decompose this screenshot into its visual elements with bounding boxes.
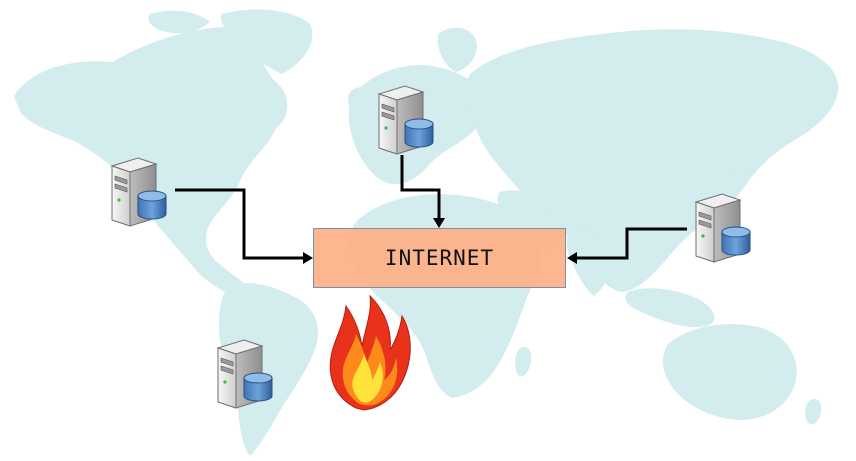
scandinavia <box>437 27 477 72</box>
south-america <box>218 283 318 456</box>
india <box>566 230 613 296</box>
arrowhead-north-america <box>303 252 313 264</box>
arctic-islands <box>148 10 210 34</box>
australia <box>663 324 797 420</box>
arrowhead-europe <box>433 218 445 228</box>
internet-label: INTERNET <box>384 246 495 270</box>
connector-asia <box>574 227 687 260</box>
uk <box>347 87 372 115</box>
arrowhead-asia <box>567 252 577 264</box>
connector-north-america <box>175 188 306 260</box>
server-asia <box>695 193 751 263</box>
japan <box>732 146 755 183</box>
connectors <box>175 155 687 264</box>
madagascar <box>515 346 532 377</box>
connector-europe <box>400 155 441 221</box>
fire-icon <box>329 294 411 411</box>
greenland <box>220 9 313 74</box>
asia <box>466 29 839 293</box>
internet-node: INTERNET <box>313 228 566 288</box>
north-america <box>14 26 288 297</box>
new-zealand <box>805 398 822 425</box>
indonesia <box>625 288 715 328</box>
